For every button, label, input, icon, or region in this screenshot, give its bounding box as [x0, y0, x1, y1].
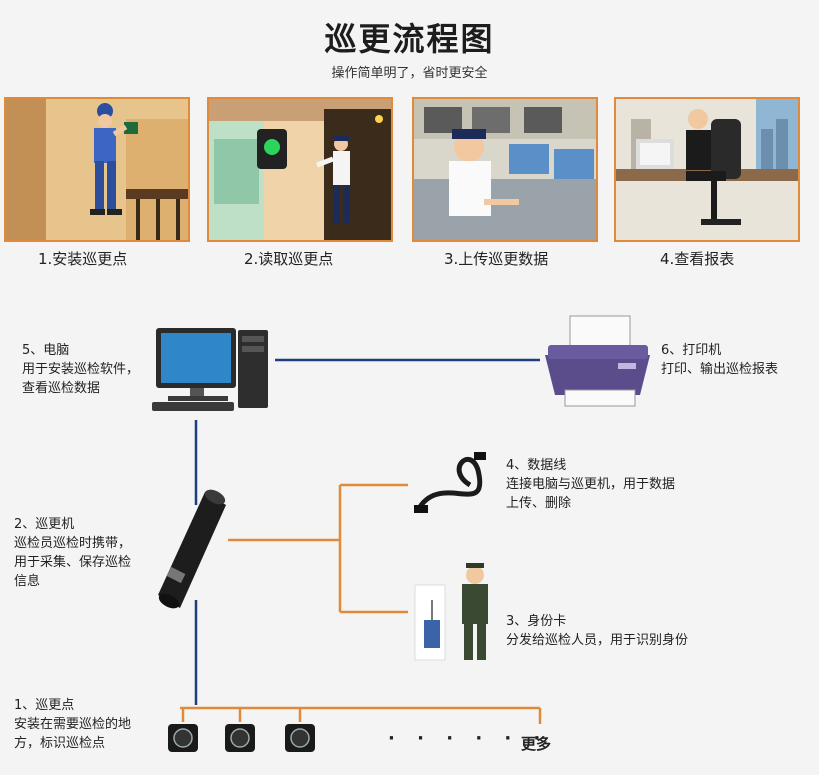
computer-description: 5、电脑 用于安装巡检软件， 查看巡检数据 — [22, 341, 139, 398]
cable-heading: 4、数据线 — [506, 458, 567, 473]
step-1-image — [4, 97, 190, 242]
security-guard-icon — [462, 563, 488, 660]
printer-heading: 6、打印机 — [661, 343, 722, 358]
device-line-3: 信息 — [14, 574, 41, 589]
id-card-icon — [414, 584, 446, 661]
step-2-image — [207, 97, 393, 242]
id-card-heading: 3、身份卡 — [506, 614, 567, 629]
printer-description: 6、打印机 打印、输出巡检报表 — [661, 341, 778, 379]
id-card-line-1: 分发给巡检人员，用于识别身份 — [506, 633, 689, 648]
patrol-point-icon — [168, 724, 198, 752]
page-title: 巡更流程图 — [324, 20, 495, 58]
points-line-1: 安装在需要巡检的地 — [14, 717, 132, 732]
page-subtitle: 操作简单明了，省时更安全 — [331, 66, 488, 81]
computer-icon — [152, 328, 268, 411]
step-3-image — [412, 97, 598, 242]
patrol-device-icon — [158, 489, 226, 609]
printer-icon — [545, 315, 650, 407]
device-description: 2、巡更机 巡检员巡检时携带， 用于采集、保存巡检 信息 — [14, 515, 131, 591]
patrol-point-icon — [225, 724, 255, 752]
step-4-label: 4.查看报表 — [660, 250, 735, 268]
step-2-label: 2.读取巡更点 — [244, 250, 334, 268]
step-1-label: 1.安装巡更点 — [38, 250, 128, 268]
cable-line-1: 连接电脑与巡更机，用于数据 — [506, 477, 676, 492]
cable-line-2: 上传、删除 — [506, 496, 572, 511]
more-label: 更多 — [521, 735, 552, 753]
id-card-description: 3、身份卡 分发给巡检人员，用于识别身份 — [506, 612, 688, 650]
patrol-point-icon — [285, 724, 315, 752]
device-heading: 2、巡更机 — [14, 517, 75, 532]
computer-line-2: 查看巡检数据 — [22, 381, 101, 396]
device-line-1: 巡检员巡检时携带， — [14, 536, 132, 551]
computer-heading: 5、电脑 — [22, 343, 70, 358]
cable-description: 4、数据线 连接电脑与巡更机，用于数据 上传、删除 — [506, 456, 675, 513]
data-cable-icon — [414, 452, 486, 513]
points-heading: 1、巡更点 — [14, 698, 75, 713]
step-4-image — [614, 97, 800, 242]
computer-line-1: 用于安装巡检软件， — [22, 362, 140, 377]
step-3-label: 3.上传巡更数据 — [444, 250, 549, 268]
printer-line-1: 打印、输出巡检报表 — [661, 362, 779, 377]
device-line-2: 用于采集、保存巡检 — [14, 555, 132, 570]
more-points-dots: · · · · · · — [388, 728, 549, 749]
points-line-2: 方，标识巡检点 — [14, 736, 106, 751]
points-description: 1、巡更点 安装在需要巡检的地 方，标识巡检点 — [14, 696, 131, 753]
